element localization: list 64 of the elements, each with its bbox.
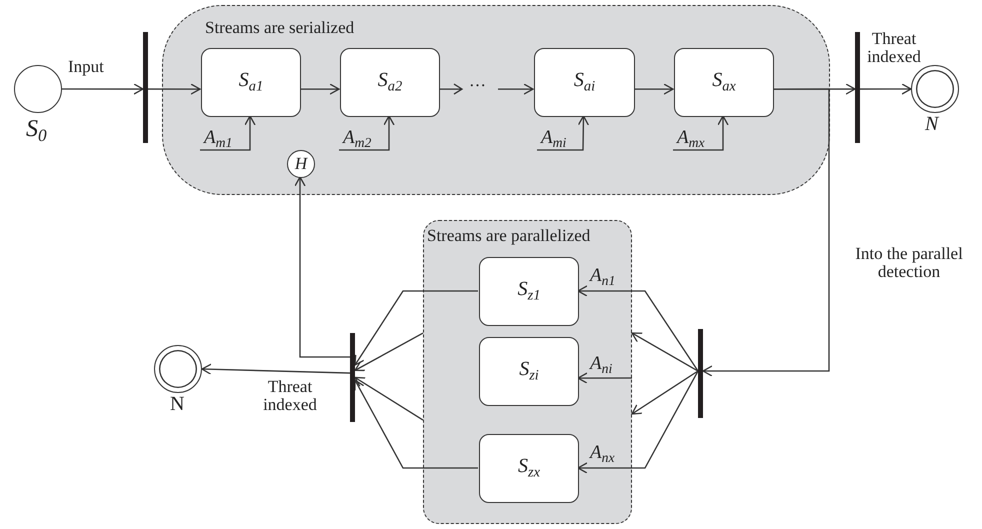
arrow	[537, 115, 590, 151]
arrow	[200, 115, 256, 151]
edge-label: A$_{mx}$	[677, 128, 705, 150]
arrow	[577, 370, 699, 474]
state-label: S$_{ai}$	[574, 69, 596, 96]
history-state-circle	[287, 150, 315, 178]
arrow	[354, 332, 424, 372]
edge-label: …	[469, 72, 486, 90]
state-label: S$_{z1}$	[518, 278, 540, 305]
arrow	[631, 332, 698, 372]
sync-bar	[855, 32, 860, 143]
edge-label: Threat indexed	[866, 30, 922, 66]
arrow	[631, 370, 698, 415]
arrow	[354, 380, 478, 469]
arrow	[860, 83, 912, 95]
arrow	[702, 88, 830, 377]
group-region	[423, 220, 632, 524]
group-title: Streams are serialized	[205, 19, 354, 37]
state-box	[674, 48, 774, 117]
arrow	[62, 83, 144, 95]
state-box	[534, 48, 635, 117]
state-label: N	[170, 394, 184, 415]
edge-label: Input	[68, 58, 104, 76]
final-state-circle	[154, 345, 202, 393]
arrow	[354, 376, 424, 421]
sync-bar	[350, 333, 355, 422]
state-label: S$_{a1}$	[238, 69, 264, 96]
arrow	[354, 290, 478, 366]
arrow	[577, 372, 632, 384]
edge-label: Threat indexed	[262, 378, 318, 414]
arrow	[294, 176, 350, 358]
start-state-circle	[14, 65, 62, 113]
group-title: Streams are parallelized	[427, 227, 590, 245]
arrow	[148, 83, 201, 95]
edge-label: A$_{m1}$	[204, 128, 232, 150]
arrow	[673, 115, 729, 151]
state-label: H	[294, 154, 308, 174]
state-label: S$_{0}$	[26, 117, 47, 146]
arrow	[300, 83, 340, 95]
edge-label: A$_{nx}$	[590, 443, 615, 466]
sync-bar	[698, 329, 703, 418]
edge-label: A$_{n1}$	[590, 266, 616, 288]
group-region	[162, 5, 830, 195]
arrow	[438, 83, 534, 95]
arrow	[577, 285, 699, 372]
final-state-circle	[911, 65, 959, 113]
edge-label: A$_{ni}$	[590, 354, 612, 376]
state-label: N	[925, 114, 938, 135]
arrow	[201, 364, 350, 375]
arrow	[339, 115, 395, 151]
state-box	[479, 257, 579, 326]
state-label: S$_{a2}$	[378, 69, 402, 96]
sync-bar	[143, 32, 148, 143]
arrow	[634, 83, 674, 95]
state-box	[479, 434, 579, 503]
state-box	[340, 48, 440, 117]
state-label: S$_{zx}$	[518, 455, 540, 482]
state-box	[201, 48, 301, 117]
state-box	[479, 337, 579, 406]
edge-label: Into the parallel detection	[854, 245, 964, 281]
state-label: S$_{ax}$	[712, 69, 736, 96]
edge-label: A$_{mi}$	[541, 128, 566, 150]
edge-label: A$_{m2}$	[343, 128, 372, 150]
state-label: S$_{zi}$	[519, 358, 539, 385]
